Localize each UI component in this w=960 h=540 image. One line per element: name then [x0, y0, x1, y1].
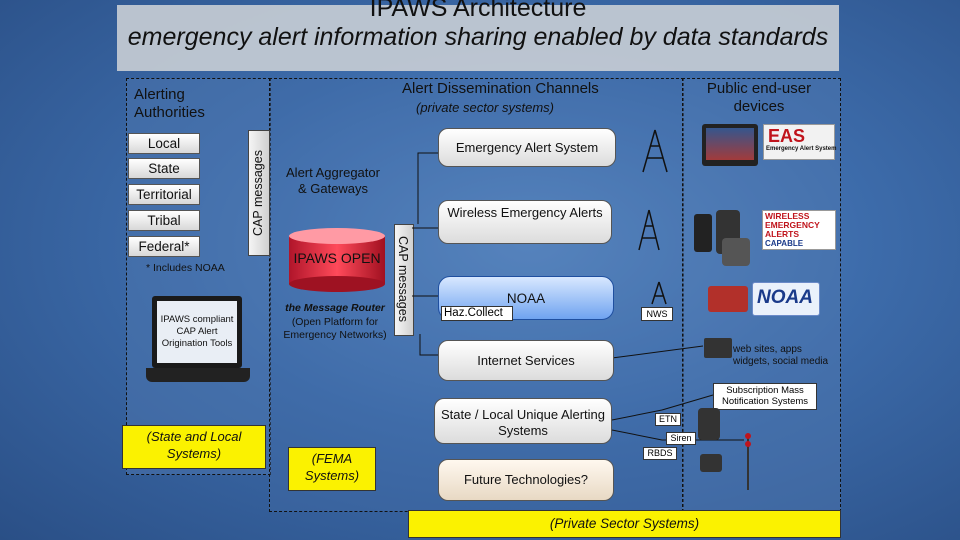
cap-bar-right	[394, 224, 414, 336]
eas-logo-text: EAS	[768, 126, 806, 146]
siren-pole-icon	[745, 433, 751, 490]
authority-tribal: Tribal	[128, 210, 200, 231]
wea-channel: Wireless Emergency Alerts	[438, 200, 612, 244]
broadcast-tower-icon	[642, 129, 668, 173]
diagram-title: IPAWS Architecture	[369, 0, 587, 22]
fema-systems-label: (FEMA Systems)	[288, 447, 376, 491]
federal-footnote: * Includes NOAA	[146, 262, 225, 274]
wea-logo-line-4: CAPABLE	[765, 239, 804, 248]
title-band	[117, 5, 839, 71]
internet-channel: Internet Services	[438, 340, 614, 381]
rbds-label: RBDS	[643, 447, 677, 460]
eas-logo: EAS Emergency Alert System	[763, 124, 837, 160]
cap-bar-left	[248, 130, 270, 256]
pager-image	[700, 454, 722, 472]
web-label: web sites, apps widgets, social media	[733, 344, 829, 367]
laptop-text: IPAWS compliant CAP Alert Origination To…	[160, 314, 234, 349]
wea-logo-line-3: ALERTS	[765, 229, 799, 239]
subscription-label: Subscription Mass Notification Systems	[713, 383, 817, 410]
noaa-channel: NOAA	[438, 276, 614, 320]
blackberry-image	[722, 238, 750, 266]
desk-phone-image	[698, 408, 720, 440]
etn-label: ETN	[655, 413, 681, 426]
future-channel: Future Technologies?	[438, 459, 614, 501]
siren-label: Siren	[666, 432, 696, 445]
channels-subheader: (private sector systems)	[416, 100, 554, 115]
wea-logo-line-1: WIRELESS	[765, 211, 810, 221]
state-local-channel: State / Local Unique Alerting Systems	[434, 398, 612, 444]
eas-logo-sub: Emergency Alert System	[766, 146, 837, 152]
private-sector-footer: (Private Sector Systems)	[408, 510, 841, 538]
eas-channel: Emergency Alert System	[438, 128, 616, 167]
noaa-logo: NOAA	[752, 282, 820, 316]
weather-radio-image	[708, 286, 748, 312]
flip-phone-image	[694, 214, 712, 252]
noaa-label: NOAA	[506, 291, 546, 306]
computer-image	[704, 338, 732, 358]
authorities-header: Alerting Authorities	[134, 86, 205, 121]
radio-tower-icon	[651, 281, 667, 305]
cell-tower-icon	[638, 209, 660, 251]
wea-logo: WIRELESS EMERGENCY ALERTS CAPABLE	[762, 210, 836, 250]
authority-federal: Federal*	[128, 236, 200, 257]
authority-state: State	[128, 158, 200, 179]
ipaws-open-cylinder	[289, 228, 385, 292]
wea-logo-line-2: EMERGENCY	[765, 220, 820, 230]
ipaws-open-label: IPAWS OPEN	[293, 250, 381, 266]
authority-local: Local	[128, 133, 200, 154]
nws-label: NWS	[641, 307, 673, 321]
hazcollect-label: Haz.Collect	[441, 306, 513, 321]
router-title: the Message Router	[285, 302, 385, 314]
authority-territorial: Territorial	[128, 184, 200, 205]
router-description: (Open Platform for Emergency Networks)	[283, 316, 387, 341]
laptop-image	[146, 296, 250, 388]
tv-image	[702, 124, 758, 166]
channels-header: Alert Dissemination Channels	[402, 80, 599, 97]
diagram-subtitle: emergency alert information sharing enab…	[127, 23, 829, 51]
aggregator-label: Alert Aggregator & Gateways	[286, 165, 380, 196]
state-local-systems-label: (State and Local Systems)	[122, 425, 266, 469]
devices-header: Public end-user devices	[706, 80, 812, 115]
noaa-logo-text: NOAA	[757, 287, 813, 308]
